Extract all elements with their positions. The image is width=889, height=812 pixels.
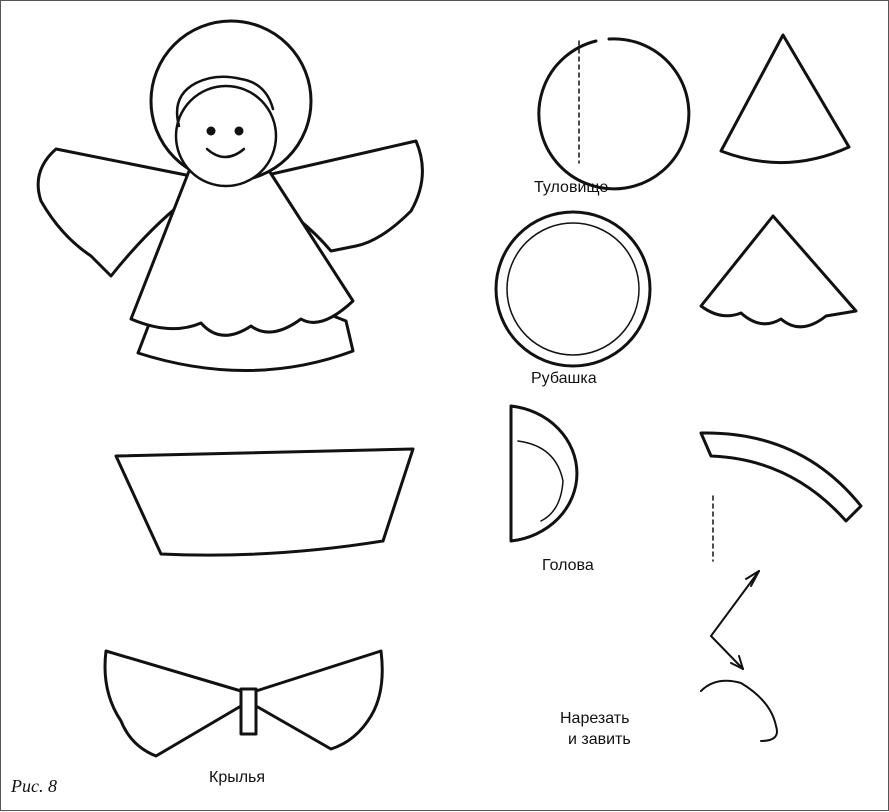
label-cut-line1: Нарезать	[560, 710, 630, 727]
skirt-pattern	[114, 447, 415, 557]
body-circle	[537, 37, 691, 191]
label-head: Голова	[542, 557, 594, 574]
angel-hair	[175, 75, 275, 128]
body-cone	[719, 33, 851, 164]
angel-eye-right	[234, 126, 244, 136]
angel-smile	[205, 147, 246, 159]
label-wings: Крылья	[209, 769, 266, 786]
shirt-pattern	[494, 210, 858, 368]
shirt-cone	[699, 214, 858, 329]
label-body: Туловище	[534, 179, 609, 196]
wings-right	[254, 649, 384, 751]
angel-left-wing	[36, 147, 193, 278]
head-pattern	[509, 404, 863, 562]
shirt-circle	[494, 210, 652, 368]
label-shirt: Рубашка	[531, 370, 597, 387]
label-cut-line2: и завить	[568, 731, 631, 748]
angel-robe	[129, 164, 355, 337]
wings-knot	[239, 687, 258, 736]
wings-pattern	[103, 649, 384, 758]
angel-face	[174, 84, 278, 188]
cut-arrows	[710, 570, 760, 670]
angel-assembled	[36, 19, 424, 372]
body-pattern	[537, 33, 851, 191]
head-half-disc	[509, 404, 579, 543]
head-curl-strip	[699, 431, 863, 523]
figure-caption: Рис. 8	[11, 776, 57, 796]
angel-eye-left	[206, 126, 216, 136]
curl-sample	[700, 679, 778, 742]
wings-left	[103, 649, 243, 758]
